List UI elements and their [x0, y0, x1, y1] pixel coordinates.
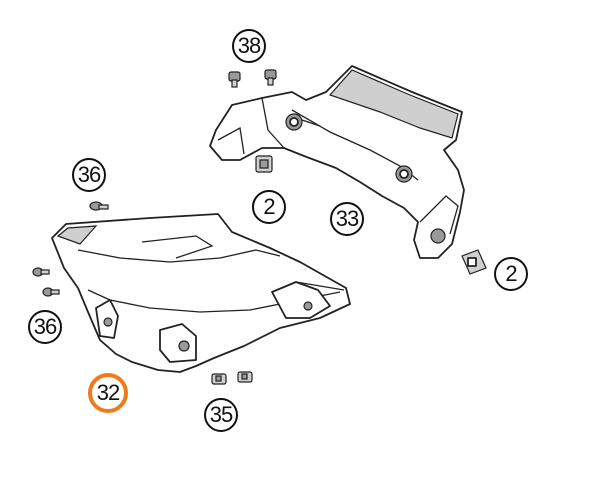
bolt-38-left	[228, 71, 241, 88]
callout-35: 35	[204, 398, 238, 432]
callout-38: 38	[232, 29, 266, 63]
screw-36-top	[89, 201, 109, 211]
clip-35-b	[237, 371, 253, 383]
callout-36-left: 36	[28, 310, 62, 344]
clip-nut-2-lower	[461, 249, 487, 275]
callout-33: 33	[330, 202, 364, 236]
clip-35-a	[211, 373, 227, 385]
screw-36-left-a	[32, 267, 50, 277]
callout-2-upper: 2	[252, 190, 286, 224]
bolt-38-right	[264, 69, 277, 86]
bracket-part-33	[209, 65, 465, 259]
screw-36-left-b	[42, 287, 60, 297]
cover-part-32	[51, 213, 351, 373]
callout-36-top: 36	[72, 158, 106, 192]
callout-32-highlighted: 32	[88, 373, 128, 413]
callout-2-lower: 2	[494, 257, 528, 291]
clip-nut-2-upper	[255, 155, 273, 173]
